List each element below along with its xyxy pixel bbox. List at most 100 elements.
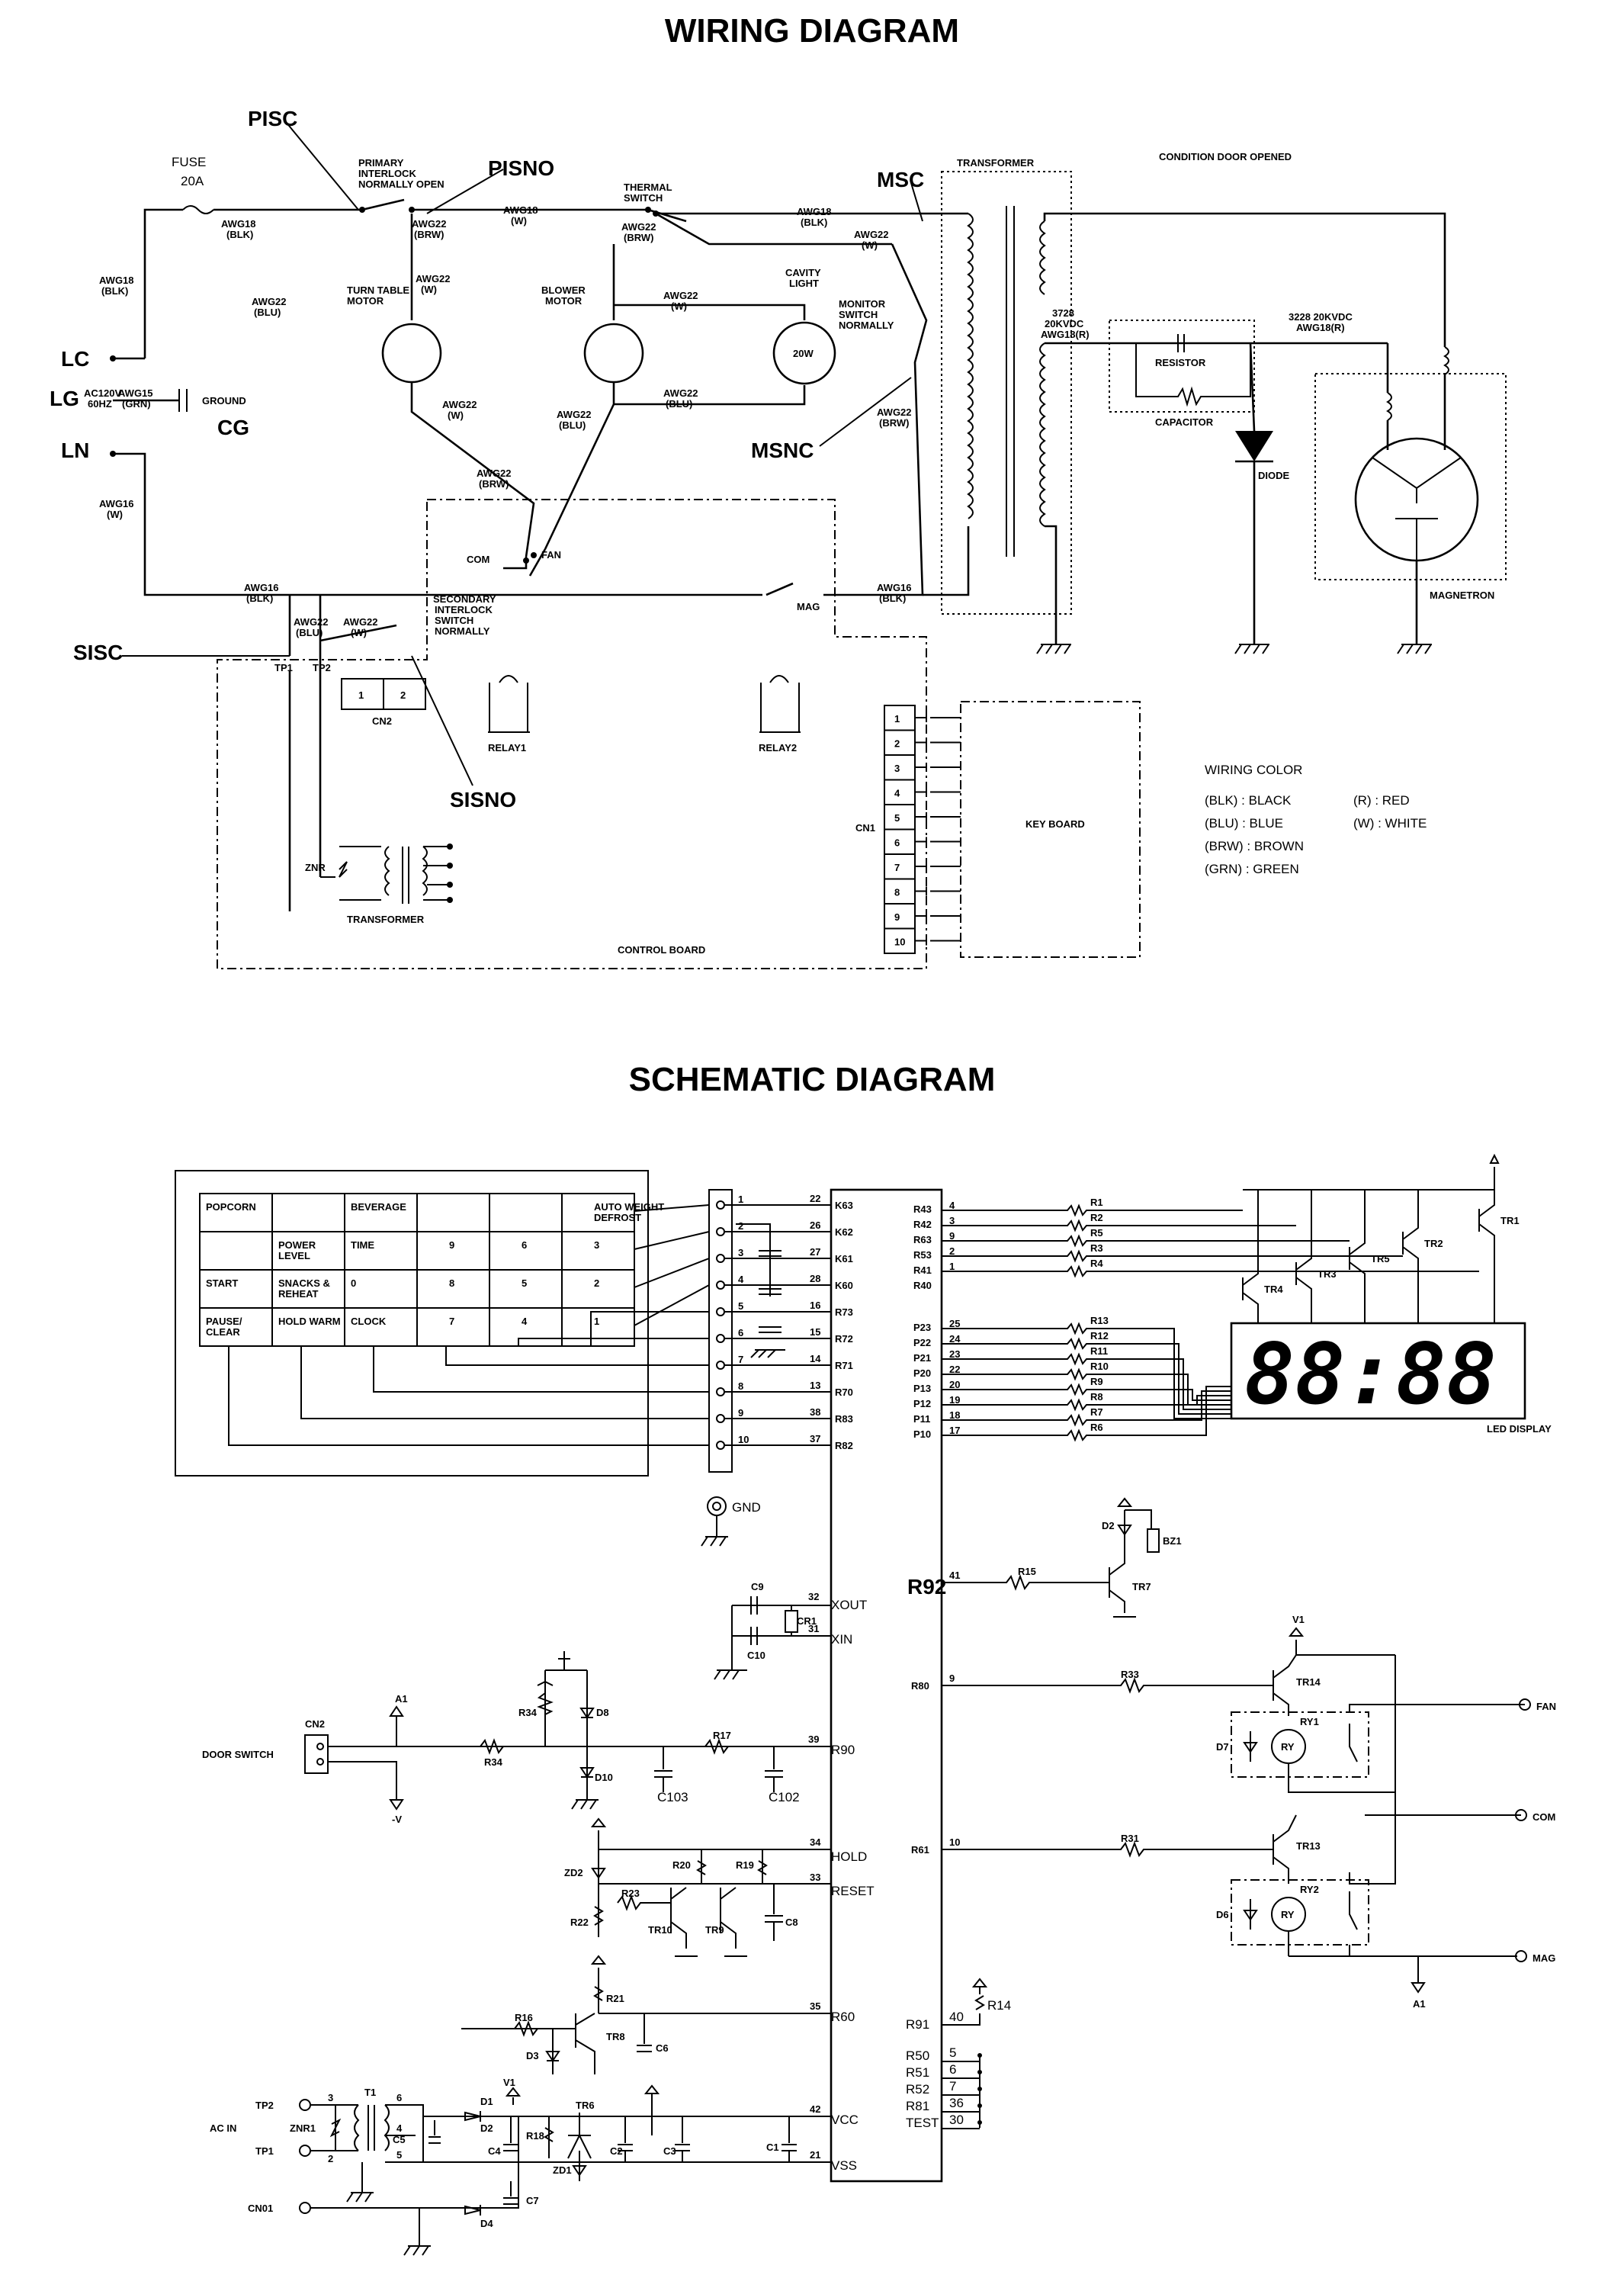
keypad-key: LEVEL bbox=[278, 1250, 310, 1261]
mcu-pin-num: 2 bbox=[949, 1245, 955, 1257]
crystal-cr1 bbox=[785, 1610, 798, 1633]
keypad-pin-num: 5 bbox=[738, 1300, 743, 1312]
hv-transformer-label: TRANSFORMER bbox=[957, 157, 1035, 169]
test-port-name: R81 bbox=[906, 2099, 929, 2113]
svg-text:R19: R19 bbox=[736, 1859, 754, 1871]
svg-text:RELAY2: RELAY2 bbox=[759, 742, 797, 754]
svg-text:KEY BOARD: KEY BOARD bbox=[1025, 818, 1085, 830]
svg-text:(BLK): (BLK) bbox=[801, 217, 827, 228]
svg-text:R21: R21 bbox=[606, 1993, 624, 2004]
svg-text:(BLK) : BLACK: (BLK) : BLACK bbox=[1205, 793, 1292, 808]
led-display bbox=[1230, 1322, 1526, 1420]
resistor-label: R8 bbox=[1090, 1391, 1103, 1403]
svg-text:AWG16: AWG16 bbox=[244, 582, 279, 593]
keypad-key: SNACKS & bbox=[278, 1277, 330, 1289]
keypad-pin-num: 4 bbox=[738, 1274, 744, 1285]
svg-text:C8: C8 bbox=[785, 1917, 798, 1928]
svg-text:V1: V1 bbox=[503, 2077, 515, 2088]
svg-text:MOTOR: MOTOR bbox=[347, 295, 384, 307]
svg-text:(W) : WHITE: (W) : WHITE bbox=[1353, 816, 1427, 831]
svg-text:R34: R34 bbox=[518, 1707, 538, 1718]
keypad-pin-num: 8 bbox=[738, 1380, 743, 1392]
svg-text:C3: C3 bbox=[663, 2145, 676, 2157]
svg-text:(W): (W) bbox=[421, 284, 437, 295]
svg-text:RESISTOR: RESISTOR bbox=[1155, 357, 1206, 368]
keypad-key: HOLD WARM bbox=[278, 1316, 341, 1327]
svg-text:AWG22: AWG22 bbox=[416, 273, 451, 284]
ground-symbol bbox=[1036, 644, 1071, 654]
keypad-pin-num: 6 bbox=[738, 1327, 743, 1338]
svg-text:R33: R33 bbox=[1121, 1669, 1139, 1680]
svg-text:D1: D1 bbox=[480, 2096, 493, 2107]
svg-text:33: 33 bbox=[810, 1872, 820, 1883]
mcu-pin-num: 15 bbox=[810, 1326, 820, 1338]
relay-ry1 bbox=[1231, 1711, 1369, 1778]
buzzer-bz1 bbox=[1147, 1528, 1160, 1553]
keypad-key: CLOCK bbox=[351, 1316, 387, 1327]
svg-text:A1: A1 bbox=[1413, 1998, 1426, 2010]
svg-text:R60: R60 bbox=[831, 2010, 855, 2024]
svg-text:AWG22: AWG22 bbox=[442, 399, 477, 410]
test-pin-num: 30 bbox=[949, 2113, 964, 2127]
resistor-label: R11 bbox=[1090, 1345, 1108, 1357]
transistor-label: TR4 bbox=[1264, 1284, 1283, 1295]
test-port-name: R51 bbox=[906, 2065, 929, 2080]
mcu-port-name: R40 bbox=[913, 1280, 932, 1291]
svg-text:TP2: TP2 bbox=[255, 2100, 274, 2111]
svg-text:34: 34 bbox=[810, 1836, 821, 1848]
svg-text:T1: T1 bbox=[364, 2087, 376, 2098]
svg-text:C102: C102 bbox=[769, 1790, 800, 1804]
svg-text:TP2: TP2 bbox=[313, 662, 331, 673]
svg-text:D2: D2 bbox=[1102, 1520, 1115, 1531]
mcu-port-name: R63 bbox=[913, 1234, 932, 1245]
door-switch-label: DOOR SWITCH bbox=[202, 1749, 274, 1760]
fuse-rating: 20A bbox=[181, 174, 204, 188]
svg-text:FAN: FAN bbox=[541, 549, 561, 561]
svg-text:ZD1: ZD1 bbox=[553, 2164, 572, 2176]
svg-text:40: 40 bbox=[949, 2010, 964, 2024]
svg-text:CN01: CN01 bbox=[248, 2203, 273, 2214]
mcu-pin-num: 17 bbox=[949, 1425, 960, 1436]
svg-text:(BRW) : BROWN: (BRW) : BROWN bbox=[1205, 839, 1304, 853]
mcu-pin-num: 16 bbox=[810, 1300, 820, 1311]
svg-text:TR9: TR9 bbox=[705, 1924, 724, 1936]
svg-text:D3: D3 bbox=[526, 2050, 539, 2061]
test-pin-num: 7 bbox=[949, 2079, 956, 2093]
svg-text:AWG18(R): AWG18(R) bbox=[1041, 329, 1090, 340]
znr-symbol bbox=[339, 861, 348, 878]
tp2-terminal bbox=[299, 2099, 311, 2111]
svg-text:SECONDARY: SECONDARY bbox=[433, 593, 496, 605]
svg-text:39: 39 bbox=[808, 1734, 819, 1745]
svg-text:2: 2 bbox=[328, 2153, 333, 2164]
svg-text:THERMAL: THERMAL bbox=[624, 182, 672, 193]
mcu-pin-num: 13 bbox=[810, 1380, 820, 1391]
keypad-key: REHEAT bbox=[278, 1288, 319, 1300]
mcu-pin-num: 22 bbox=[949, 1364, 960, 1375]
keypad-key: PAUSE/ bbox=[206, 1316, 242, 1327]
resistor-label: R3 bbox=[1090, 1242, 1103, 1254]
svg-text:TR8: TR8 bbox=[606, 2031, 625, 2042]
svg-text:MAGNETRON: MAGNETRON bbox=[1430, 590, 1494, 601]
tr7-transistor bbox=[1109, 1533, 1136, 1618]
mcu-port-name: R43 bbox=[913, 1203, 932, 1215]
capacitor-box bbox=[1109, 320, 1255, 413]
diode-symbol bbox=[1235, 431, 1273, 461]
mcu-pin-num: 18 bbox=[949, 1409, 960, 1421]
label-cg: CG bbox=[217, 416, 249, 439]
condition-note: CONDITION DOOR OPENED bbox=[1159, 151, 1292, 162]
mcu-port-name: K60 bbox=[835, 1280, 853, 1291]
svg-text:HOLD: HOLD bbox=[831, 1849, 867, 1864]
svg-text:AWG22: AWG22 bbox=[663, 387, 698, 399]
svg-text:(W): (W) bbox=[862, 239, 878, 251]
keypad-key: 2 bbox=[594, 1277, 599, 1289]
svg-text:TR10: TR10 bbox=[648, 1924, 672, 1936]
svg-text:5: 5 bbox=[396, 2149, 402, 2161]
hv-transformer-box bbox=[941, 171, 1072, 615]
svg-text:(W): (W) bbox=[107, 509, 123, 520]
svg-text:AC120V: AC120V bbox=[84, 387, 121, 399]
keypad-key: TIME bbox=[351, 1239, 374, 1251]
svg-text:31: 31 bbox=[808, 1623, 819, 1634]
mcu-pin-num: 38 bbox=[810, 1406, 820, 1418]
svg-text:AWG22: AWG22 bbox=[294, 616, 329, 628]
svg-text:RY1: RY1 bbox=[1300, 1716, 1319, 1727]
